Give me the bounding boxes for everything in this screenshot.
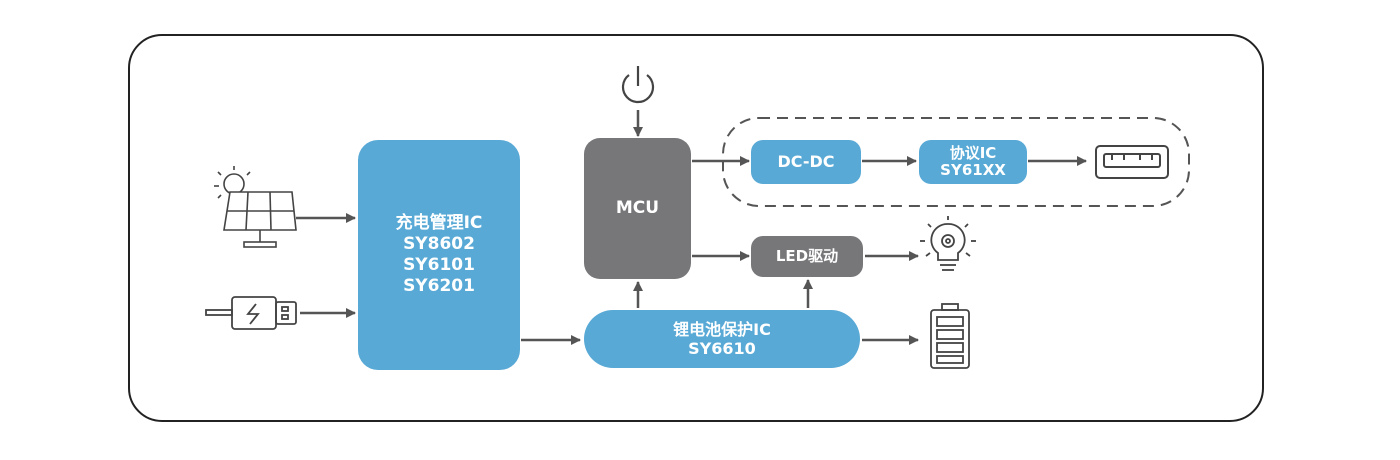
- diagram-frame: [128, 34, 1264, 422]
- mcu-block: MCU: [584, 138, 691, 279]
- usb-port-icon: [1095, 145, 1169, 179]
- charge-ic-title: 充电管理IC: [395, 212, 483, 233]
- battery-protection-part: SY6610: [688, 339, 756, 358]
- protocol-ic-block: 协议IC SY61XX: [919, 140, 1027, 184]
- mcu-label: MCU: [615, 197, 660, 218]
- light-bulb-icon: [920, 216, 976, 271]
- power-icon: [621, 66, 655, 104]
- solar-panel-icon: [214, 166, 297, 248]
- charge-ic-part-3: SY6201: [403, 276, 475, 297]
- dcdc-block: DC-DC: [751, 140, 861, 184]
- charge-ic-part-2: SY6101: [403, 255, 475, 275]
- charge-ic-part-1: SY8602: [403, 233, 475, 254]
- led-driver-block: LED驱动: [751, 236, 863, 277]
- protocol-ic-part: SY61XX: [940, 161, 1006, 179]
- dcdc-label: DC-DC: [777, 152, 835, 171]
- led-driver-label: LED驱动: [775, 247, 839, 266]
- battery-protection-title: 锂电池保护IC: [673, 319, 771, 339]
- battery-icon: [930, 303, 970, 369]
- charge-management-ic-block: 充电管理IC SY8602 SY6101 SY6201: [358, 140, 520, 370]
- usb-cable-icon: [205, 296, 297, 330]
- protocol-ic-title: 协议IC: [949, 143, 997, 162]
- battery-protection-ic-block: 锂电池保护IC SY6610: [584, 310, 860, 368]
